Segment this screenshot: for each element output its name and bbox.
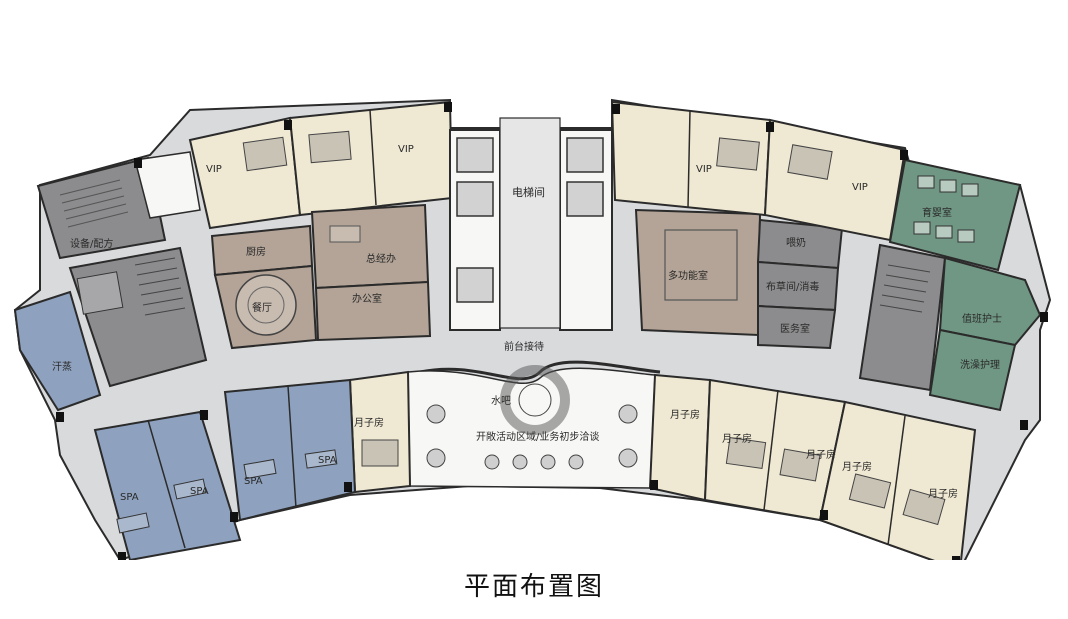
lounge-tables (426, 404, 638, 470)
confinement-label-1: 月子房 (354, 416, 384, 429)
equipment-label: 设备/配方 (70, 237, 113, 250)
office (314, 280, 432, 342)
confinement-label-6: 月子房 (928, 487, 958, 500)
stair-left (134, 257, 186, 316)
spa-room-2 (223, 378, 357, 522)
vip-label-2: VIP (398, 144, 414, 155)
wash-room (928, 328, 1017, 412)
kitchen-label: 厨房 (246, 245, 266, 258)
confinement-label-3: 月子房 (722, 432, 752, 445)
vip-label-3: VIP (696, 164, 712, 175)
confinement-room-left (348, 370, 412, 494)
restaurant-label: 餐厅 (252, 301, 272, 314)
sauna (13, 290, 102, 412)
confinement-room-right-1 (648, 373, 712, 502)
stair-top-left (59, 179, 129, 228)
vip-label-1: VIP (206, 164, 222, 175)
confinement-room-right-3 (818, 400, 977, 572)
elevator-hall-label: 电梯间 (512, 186, 545, 199)
wash-label: 洗澡护理 (960, 358, 1000, 371)
spa-label-3: SPA (244, 476, 263, 487)
elevator-cars (456, 137, 604, 303)
caption: 平面布置图 (463, 572, 604, 602)
sauna-label: 汗蒸 (52, 360, 72, 373)
linen-label: 布草间/消毒 (766, 280, 819, 293)
toilet-block (134, 151, 201, 219)
bar-label: 水吧 (491, 395, 511, 407)
medical-label: 医务室 (780, 322, 810, 335)
spa-label-2: SPA (190, 486, 209, 497)
nursery-label: 育婴室 (922, 206, 952, 219)
confinement-label-5: 月子房 (842, 460, 872, 473)
bar-counter (500, 365, 570, 435)
structural-columns (56, 102, 1048, 566)
spa-label-4: SPA (318, 455, 337, 466)
elevator-lobby (499, 117, 561, 329)
reception-label: 前台接待 (504, 340, 544, 353)
equipment-room (36, 156, 167, 260)
confinement-label-4: 月子房 (806, 448, 836, 461)
multipurpose-label: 多功能室 (668, 269, 708, 282)
activity-label: 开敞活动区域/业务初步洽谈 (476, 430, 599, 443)
nursing-small-label: 喂奶 (786, 237, 806, 249)
office-label: 办公室 (352, 292, 382, 305)
floor-plan-drawing: 设备/配方 VIP VIP 厨房 餐厅 总经办 办公室 汗蒸 电梯间 多功能室 … (13, 98, 1052, 572)
stair-right (879, 264, 931, 313)
gm-office (310, 203, 430, 290)
vip-label-4: VIP (852, 182, 868, 193)
gm-office-label: 总经办 (366, 252, 396, 265)
spa-label-1: SPA (120, 492, 139, 503)
nurse-label: 值班护士 (962, 312, 1002, 325)
confinement-label-2: 月子房 (670, 408, 700, 421)
nurse-station (938, 256, 1042, 347)
medical-room (757, 304, 837, 350)
